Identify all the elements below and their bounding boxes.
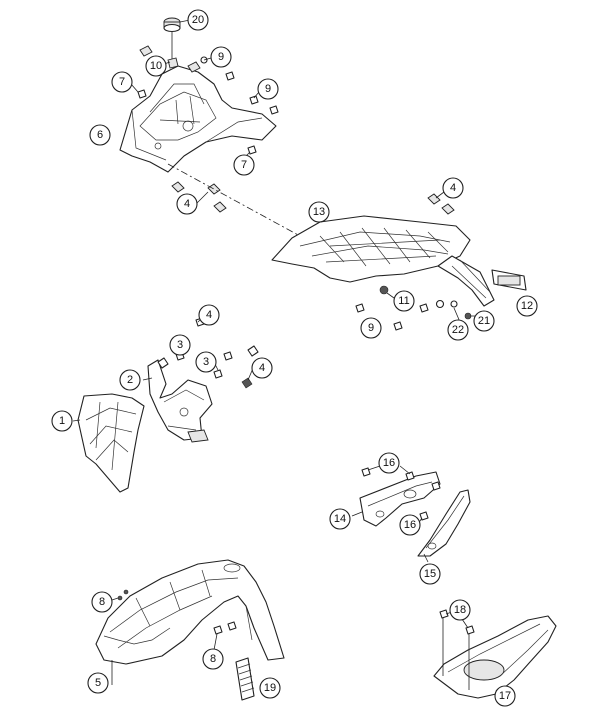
front-fender: [95, 559, 285, 685]
rubber-grommet-part: [163, 17, 191, 62]
callout-2: 2: [119, 369, 141, 391]
callout-17: 17: [494, 685, 516, 707]
headlight-bracket: [142, 359, 213, 443]
callout-6: 6: [89, 124, 111, 146]
license-plate-light: [491, 269, 527, 291]
side-cover-right: [417, 489, 471, 563]
callout-9: 9: [210, 46, 232, 68]
callout-13: 13: [308, 201, 330, 223]
callout-22: 22: [447, 319, 469, 341]
callout-12-label: 12: [521, 300, 533, 312]
callout-18: 18: [449, 599, 471, 621]
callout-6-label: 6: [97, 129, 103, 141]
callout-4: 4: [198, 304, 220, 326]
callout-9-label: 9: [368, 322, 374, 334]
callout-12: 12: [516, 295, 538, 317]
callout-9-label: 9: [265, 83, 271, 95]
callout-14-label: 14: [334, 513, 346, 525]
callout-7-label: 7: [119, 76, 125, 88]
callout-21: 21: [473, 310, 495, 332]
callout-9: 9: [257, 78, 279, 100]
fender-decal-strip: [235, 657, 255, 701]
callout-19: 19: [259, 677, 281, 699]
callout-5-label: 5: [95, 677, 101, 689]
callout-4-label: 4: [184, 198, 190, 210]
callout-3: 3: [169, 334, 191, 356]
callout-11: 11: [393, 290, 415, 312]
callout-9: 9: [360, 317, 382, 339]
callout-15-label: 15: [424, 568, 436, 580]
callout-14: 14: [329, 508, 351, 530]
callout-16-label: 16: [383, 457, 395, 469]
callout-3-label: 3: [203, 356, 209, 368]
headlight-mask: [72, 393, 145, 493]
callout-7: 7: [111, 71, 133, 93]
callout-4-label: 4: [259, 362, 265, 374]
callout-4: 4: [176, 193, 198, 215]
callout-20: 20: [187, 9, 209, 31]
callout-4-label: 4: [206, 309, 212, 321]
callout-7: 7: [233, 154, 255, 176]
callout-4-label: 4: [450, 182, 456, 194]
callout-21-label: 21: [478, 315, 490, 327]
callout-20-label: 20: [192, 14, 204, 26]
callout-16: 16: [399, 514, 421, 536]
callout-1: 1: [51, 410, 73, 432]
callout-2-label: 2: [127, 374, 133, 386]
rear-fender-hardware: [355, 191, 476, 331]
callout-3: 3: [195, 351, 217, 373]
callout-17-label: 17: [499, 690, 511, 702]
callout-10: 10: [145, 55, 167, 77]
callout-4: 4: [251, 357, 273, 379]
tail-section: [433, 609, 557, 699]
rear-fender: [271, 215, 495, 307]
callout-13-label: 13: [313, 206, 325, 218]
callout-15: 15: [419, 563, 441, 585]
callout-19-label: 19: [264, 682, 276, 694]
callout-16-label: 16: [404, 519, 416, 531]
callout-4: 4: [442, 177, 464, 199]
callout-8: 8: [202, 648, 224, 670]
callout-18-label: 18: [454, 604, 466, 616]
side-cover-screws: [361, 465, 441, 525]
callout-8: 8: [91, 591, 113, 613]
callout-22-label: 22: [452, 324, 464, 336]
callout-8-label: 8: [210, 653, 216, 665]
callout-16: 16: [378, 452, 400, 474]
callout-5: 5: [87, 672, 109, 694]
callout-9-label: 9: [218, 51, 224, 63]
small-hardware-top: [130, 45, 279, 213]
callout-1-label: 1: [59, 415, 65, 427]
callout-10-label: 10: [150, 60, 162, 72]
rear-fender-bracket: [119, 65, 277, 173]
callout-11-label: 11: [398, 295, 409, 307]
callout-3-label: 3: [177, 339, 183, 351]
callout-8-label: 8: [99, 596, 105, 608]
front-fender-screws: [111, 589, 237, 651]
alignment-line: [167, 163, 301, 237]
callout-7-label: 7: [241, 159, 247, 171]
side-cover-left: [351, 471, 441, 527]
